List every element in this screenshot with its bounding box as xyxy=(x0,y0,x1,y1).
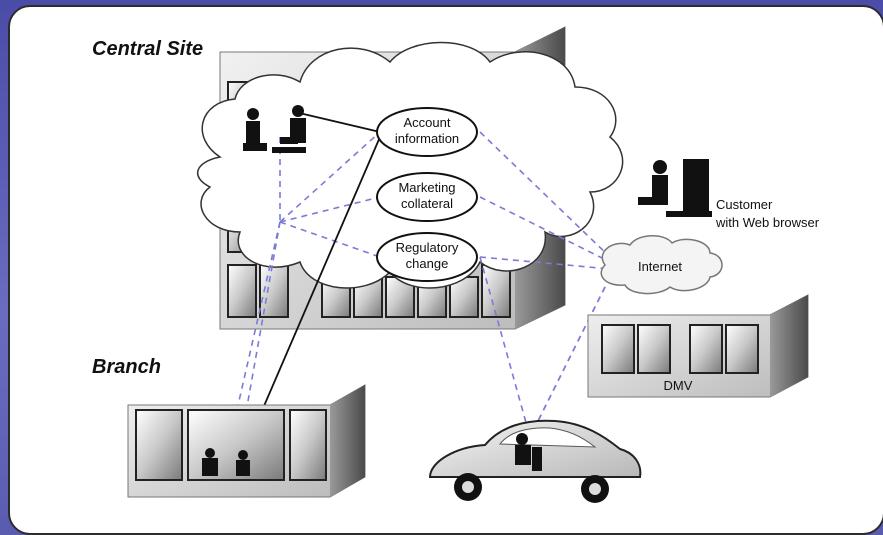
dmv-label: DMV xyxy=(664,378,693,393)
internet-label: Internet xyxy=(638,259,682,274)
branch-label: Branch xyxy=(92,356,161,378)
svg-text:change: change xyxy=(406,256,449,271)
svg-text:Account: Account xyxy=(404,115,451,130)
svg-text:Regulatory: Regulatory xyxy=(396,240,459,255)
central-cloud xyxy=(197,41,624,289)
branch-building xyxy=(127,384,366,498)
customer-label-line2: with Web browser xyxy=(715,215,820,230)
svg-text:information: information xyxy=(395,131,459,146)
network-diagram: Account information Marketing collateral… xyxy=(92,26,820,503)
customer-label-line1: Customer xyxy=(716,197,773,212)
node-regulatory-change: Regulatory change xyxy=(376,232,478,282)
branch-users-icon xyxy=(202,448,250,476)
central-users-icon xyxy=(243,105,306,153)
internet-cloud xyxy=(600,235,723,295)
car-icon xyxy=(428,419,642,503)
dmv-building xyxy=(587,294,809,398)
solid-links xyxy=(241,111,381,458)
customer-icon xyxy=(638,159,712,217)
node-marketing-collateral: Marketing collateral xyxy=(376,172,478,222)
central-site-label: Central Site xyxy=(92,38,203,60)
svg-text:Marketing: Marketing xyxy=(398,180,455,195)
diagram-panel: Account information Marketing collateral… xyxy=(8,5,883,535)
svg-text:collateral: collateral xyxy=(401,196,453,211)
node-account-information: Account information xyxy=(376,107,478,157)
